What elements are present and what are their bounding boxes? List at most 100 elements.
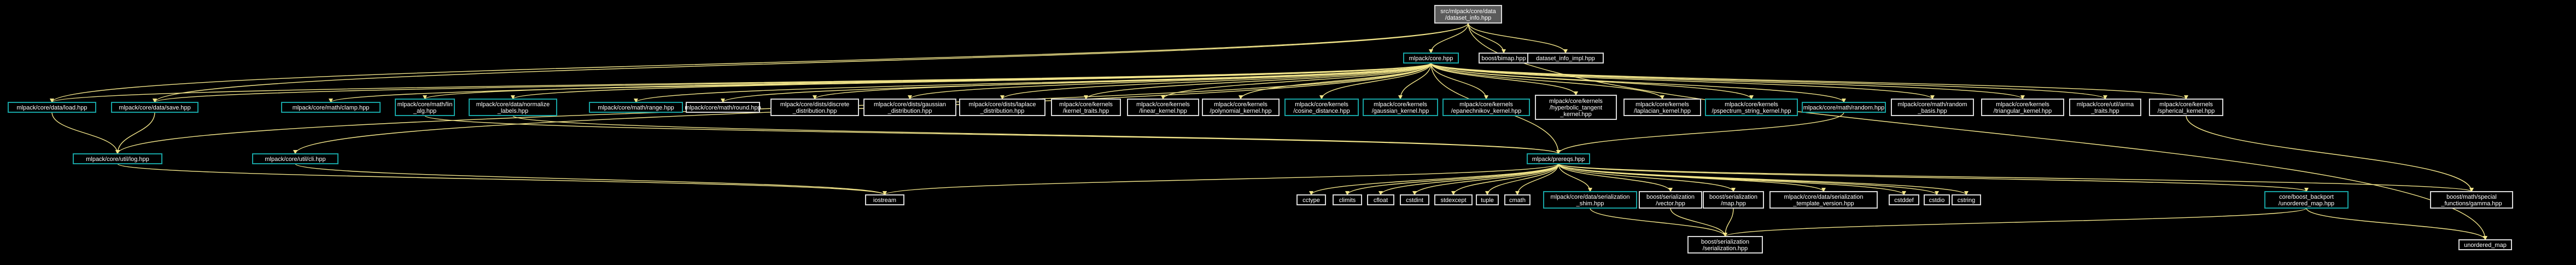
node-box <box>686 102 760 113</box>
node-box <box>1623 99 1701 116</box>
node-box <box>865 194 904 205</box>
node-bmap: boost/serialization/map.hpp <box>1703 191 1764 209</box>
node-label: cfloat <box>1374 197 1388 204</box>
node-cosine[interactable]: mlpack/core/kernels/cosine_distance.hpp <box>1284 99 1359 116</box>
node-cstdio: cstdio <box>1924 194 1950 205</box>
node-box[interactable] <box>252 153 338 164</box>
node-epan[interactable]: mlpack/core/kernels/epanechnikov_kernel.… <box>1442 99 1530 116</box>
node-poly: mlpack/core/kernels/polynomial_kernel.hp… <box>1202 99 1280 116</box>
node-box[interactable] <box>1403 53 1459 64</box>
node-box[interactable] <box>111 102 198 113</box>
node-box <box>1703 191 1764 209</box>
node-label: core/boost_backport/unordered_map.hpp <box>2279 194 2334 207</box>
node-label: boost/serialization/vector.hpp <box>1646 194 1695 207</box>
node-box[interactable] <box>395 99 455 116</box>
edge-core-to-pspec <box>1430 62 1754 100</box>
node-box <box>2149 99 2223 116</box>
node-box <box>1333 194 1362 205</box>
node-box[interactable] <box>73 153 162 164</box>
node-cli[interactable]: mlpack/core/util/cli.hpp <box>252 153 338 164</box>
node-umap: unordered_map <box>2458 239 2512 250</box>
edge-spherical-to-gammaf <box>2186 115 2474 192</box>
node-label: dataset_info_impl.hpp <box>1536 55 1595 62</box>
node-box <box>1527 53 1604 64</box>
node-box[interactable] <box>2264 191 2349 209</box>
edge-bmap-to-bser <box>1723 208 1734 237</box>
node-layer: src/mlpack/core/data/dataset_info.hppmlp… <box>8 5 2513 254</box>
node-bvec: boost/serialization/vector.hpp <box>1639 191 1702 209</box>
node-backport[interactable]: core/boost_backport/unordered_map.hpp <box>2264 191 2349 209</box>
node-label: mlpack/core/math/random_basis.hpp <box>1897 101 1967 114</box>
node-label: mlpack/core/dists/laplace_distribution.h… <box>969 101 1036 114</box>
edge-core-to-laplace <box>1000 62 1432 100</box>
node-label: cstdint <box>1406 197 1423 204</box>
node-box[interactable] <box>1442 99 1530 116</box>
node-box <box>959 99 1045 116</box>
node-label: mlpack/core/kernels/linear_kernel.hpp <box>1136 101 1190 114</box>
node-arma: mlpack/core/util/arma_traits.hpp <box>2069 99 2141 116</box>
edge-sershim-to-bser <box>1590 208 1727 237</box>
node-round: mlpack/core/math/round.hpp <box>685 102 761 113</box>
node-normalize[interactable]: mlpack/core/data/normalize_labels.hpp <box>469 99 557 116</box>
node-box[interactable] <box>1705 99 1798 116</box>
edge-core-to-random <box>1430 62 1846 103</box>
node-range[interactable]: mlpack/core/math/range.hpp <box>589 102 683 113</box>
node-box[interactable] <box>469 99 557 116</box>
node-box <box>1296 194 1326 205</box>
node-pspec[interactable]: mlpack/core/kernels/pspectrum_string_ker… <box>1705 99 1798 116</box>
node-label: mlpack/core/data/load.hpp <box>16 105 87 111</box>
edge-layer <box>50 22 2487 240</box>
node-linear: mlpack/core/kernels/linear_kernel.hpp <box>1127 99 1199 116</box>
node-label: boost/serialization/serialization.hpp <box>1701 239 1749 252</box>
node-label: unordered_map <box>2464 242 2507 249</box>
node-box <box>1924 194 1950 205</box>
node-label: mlpack/core/data/serialization_template_… <box>1784 194 1864 207</box>
node-box[interactable] <box>1543 191 1637 209</box>
node-box[interactable] <box>1802 102 1886 113</box>
node-prereqs[interactable]: mlpack/prereqs.hpp <box>1527 153 1590 164</box>
node-log[interactable]: mlpack/core/util/log.hpp <box>73 153 162 164</box>
node-box[interactable] <box>281 102 381 113</box>
edge-core-to-epan <box>1430 62 1488 100</box>
node-label: cstdio <box>1929 197 1945 204</box>
node-label: tuple <box>1481 197 1494 204</box>
node-sershim[interactable]: mlpack/core/data/serialization_shim.hpp <box>1543 191 1637 209</box>
edge-prereqs-to-gammaf <box>1558 163 2474 192</box>
node-box[interactable] <box>1363 99 1438 116</box>
edge-prereqs-to-backport <box>1558 163 2309 192</box>
edge-prereqs-to-cstring <box>1558 163 1968 195</box>
edge-root-to-bimap <box>1468 22 1506 54</box>
node-core[interactable]: mlpack/core.hpp <box>1403 53 1459 64</box>
node-load[interactable]: mlpack/core/data/load.hpp <box>8 102 96 113</box>
node-random[interactable]: mlpack/core/math/random.hpp <box>1802 102 1886 113</box>
node-label: cctype <box>1302 197 1320 204</box>
node-box[interactable] <box>589 102 683 113</box>
edge-core-to-spherical <box>1430 62 2188 100</box>
edge-root-to-dsimpl <box>1468 22 1568 54</box>
node-box <box>1367 194 1394 205</box>
node-lin[interactable]: mlpack/core/math/lin_alg.hpp <box>395 99 455 116</box>
node-gaussian: mlpack/core/dists/gaussian_distribution.… <box>863 99 956 116</box>
node-label: src/mlpack/core/data/dataset_info.hpp <box>1440 8 1496 21</box>
node-clamp[interactable]: mlpack/core/math/clamp.hpp <box>281 102 381 113</box>
node-gk[interactable]: mlpack/core/kernels/gaussian_kernel.hpp <box>1363 99 1438 116</box>
edge-prereqs-to-sershim <box>1558 163 1592 192</box>
edge-prereqs-to-tuple <box>1485 163 1559 195</box>
node-label: mlpack/core/math/random.hpp <box>1803 105 1885 111</box>
node-box[interactable] <box>1527 153 1590 164</box>
node-label: boost/bimap.hpp <box>1481 55 1526 62</box>
node-label: boost/math/special_functions/gamma.hpp <box>2440 194 2502 207</box>
node-box[interactable] <box>8 102 96 113</box>
edge-core-to-gaussian <box>908 62 1432 100</box>
node-box <box>1889 194 1919 205</box>
node-label: mlpack/core/util/arma_traits.hpp <box>2077 101 2134 114</box>
edge-prereqs-to-cctype <box>1309 163 1559 195</box>
node-label: mlpack/core/kernels/kernel_traits.hpp <box>1059 101 1113 114</box>
node-save[interactable]: mlpack/core/data/save.hpp <box>111 102 198 113</box>
node-box[interactable] <box>1284 99 1359 116</box>
node-label: mlpack/core/data/normalize_labels.hpp <box>476 101 550 114</box>
node-label: mlpack/core/kernels/triangular_kernel.hp… <box>1994 101 2052 114</box>
node-label: mlpack/core/kernels/spherical_kernel.hpp <box>2158 101 2215 114</box>
edge-core-to-discrete <box>813 62 1432 100</box>
